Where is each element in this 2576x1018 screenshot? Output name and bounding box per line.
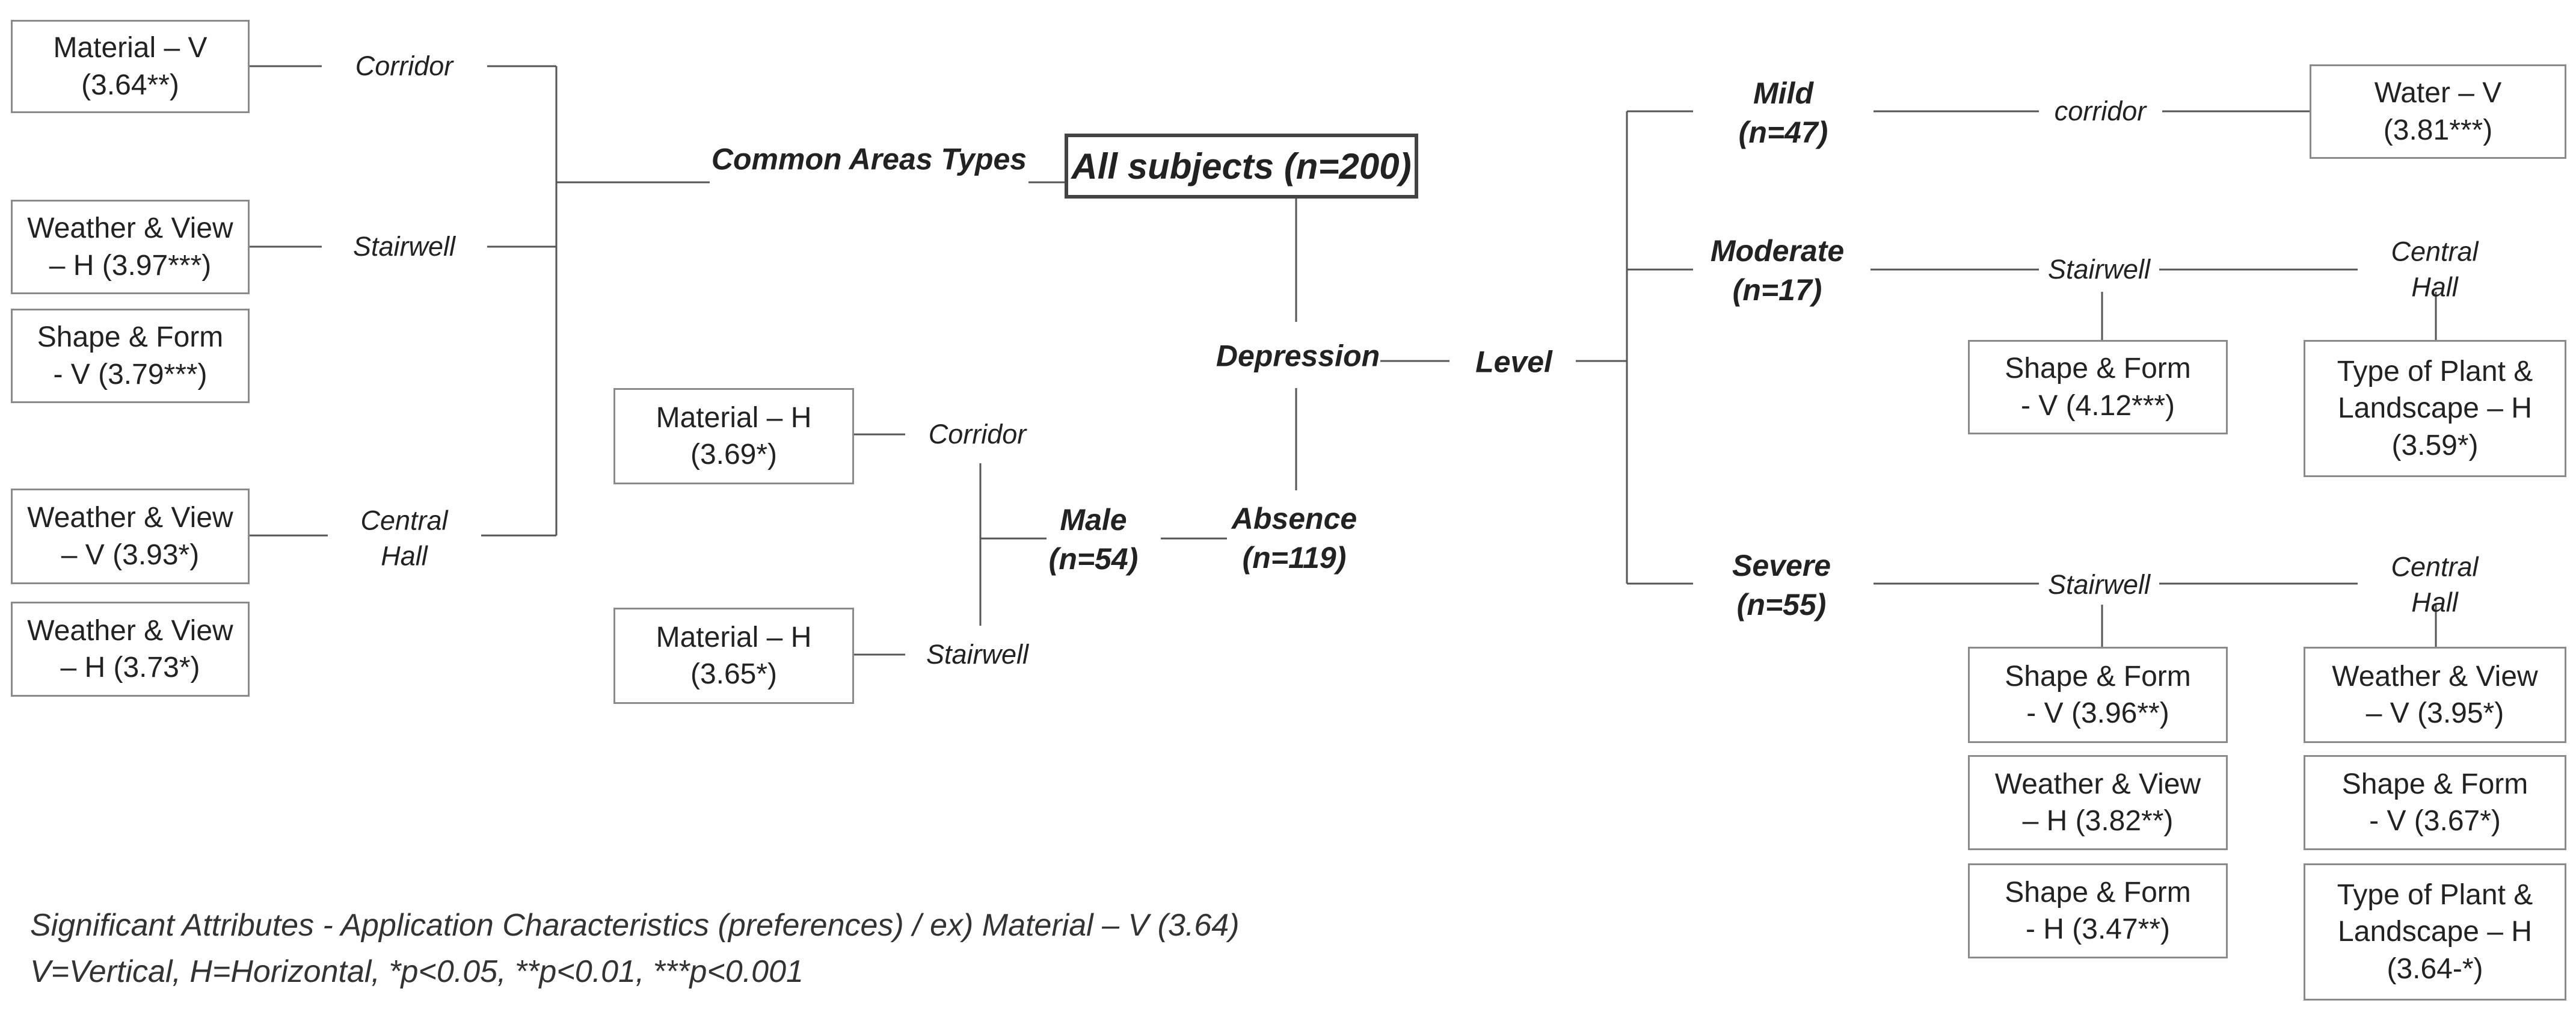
attribute-box: Shape & Form - V (3.67*) <box>2304 755 2566 850</box>
severe-central-hall-label: Central Hall <box>2391 551 2479 618</box>
common-areas-types-label: Common Areas Types <box>711 142 1027 176</box>
depression-label: Depression <box>1216 339 1380 373</box>
attribute-box: Shape & Form - V (3.96**) <box>1968 647 2228 743</box>
level-label: Level <box>1475 345 1552 379</box>
attribute-box: Type of Plant & Landscape – H (3.64-*) <box>2304 863 2566 1001</box>
attribute-box: Shape & Form - V (4.12***) <box>1968 340 2228 434</box>
severe-stairwell-label: Stairwell <box>2047 569 2151 600</box>
attribute-box: Weather & View – V (3.95*) <box>2304 647 2566 743</box>
attribute-box: Shape & Form - V (3.79***) <box>11 309 250 403</box>
absence-label: Absence (n=119) <box>1231 502 1357 575</box>
attribute-box: Weather & View – H (3.73*) <box>11 602 250 697</box>
mild-label: Mild (n=47) <box>1738 76 1828 149</box>
left-stairwell-label: Stairwell <box>352 230 456 262</box>
attribute-box: Shape & Form - H (3.47**) <box>1968 863 2228 958</box>
male-label: Male (n=54) <box>1048 503 1139 576</box>
attribute-box: Material – H (3.65*) <box>613 608 854 704</box>
left-corridor-label: Corridor <box>355 50 453 81</box>
attribute-box: Weather & View – V (3.93*) <box>11 489 250 584</box>
left-central-hall-label: Central Hall <box>360 505 448 572</box>
root-node: All subjects (n=200) <box>1065 134 1418 199</box>
attribute-box: Material – H (3.69*) <box>613 388 854 484</box>
moderate-stairwell-label: Stairwell <box>2047 253 2151 285</box>
attribute-box: Water – V (3.81***) <box>2310 64 2566 159</box>
moderate-label: Moderate (n=17) <box>1710 234 1845 307</box>
footnote-line-1: Significant Attributes - Application Cha… <box>30 908 1240 943</box>
footnote-line-2: V=Vertical, H=Horizontal, *p<0.05, **p<0… <box>30 954 804 989</box>
mild-corridor-label: corridor <box>2054 95 2147 126</box>
attribute-box: Type of Plant & Landscape – H (3.59*) <box>2304 340 2566 477</box>
attribute-box: Weather & View – H (3.82**) <box>1968 755 2228 850</box>
severe-label: Severe (n=55) <box>1732 549 1831 622</box>
root-label: All subjects (n=200) <box>1071 146 1412 187</box>
attribute-box: Material – V (3.64**) <box>11 20 250 113</box>
male-stairwell-label: Stairwell <box>926 638 1029 670</box>
male-corridor-label: Corridor <box>928 418 1027 449</box>
moderate-central-hall-label: Central Hall <box>2391 236 2479 303</box>
attribute-box: Weather & View – H (3.97***) <box>11 200 250 294</box>
